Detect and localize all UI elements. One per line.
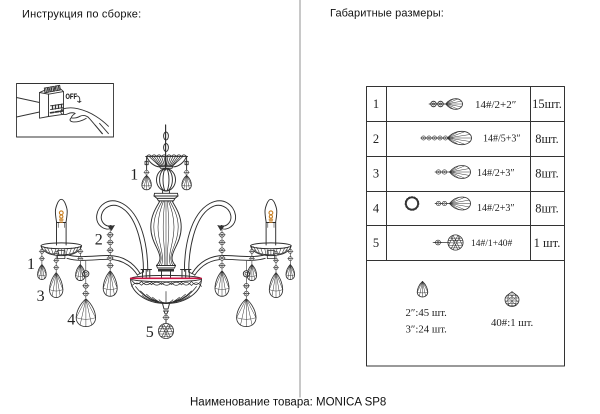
svg-text:Габаритные размеры:: Габаритные размеры: bbox=[330, 7, 444, 19]
svg-text:2″:45 шт.: 2″:45 шт. bbox=[406, 307, 447, 319]
svg-text:4: 4 bbox=[67, 312, 75, 329]
svg-text:8шт.: 8шт. bbox=[535, 132, 559, 146]
svg-text:8шт.: 8шт. bbox=[535, 202, 559, 216]
svg-text:3″:24 шт.: 3″:24 шт. bbox=[406, 324, 447, 336]
svg-text:14#/1+40#: 14#/1+40# bbox=[471, 239, 512, 249]
svg-text:14#/2+3″: 14#/2+3″ bbox=[477, 203, 515, 214]
svg-text:Наименование товара: MONICA SP: Наименование товара: MONICA SP8 bbox=[190, 396, 386, 408]
svg-text:8шт.: 8шт. bbox=[535, 167, 559, 181]
svg-text:40#:1 шт.: 40#:1 шт. bbox=[491, 317, 533, 329]
svg-text:1: 1 bbox=[130, 167, 138, 184]
svg-text:14#/2+3″: 14#/2+3″ bbox=[477, 168, 515, 179]
svg-text:5: 5 bbox=[373, 236, 379, 250]
svg-text:1 шт.: 1 шт. bbox=[534, 236, 561, 250]
svg-text:Инструкция по сборке:: Инструкция по сборке: bbox=[22, 9, 141, 21]
svg-text:5: 5 bbox=[146, 324, 154, 341]
svg-text:3: 3 bbox=[37, 288, 45, 305]
svg-text:2: 2 bbox=[95, 232, 103, 249]
svg-text:1: 1 bbox=[27, 256, 35, 273]
svg-text:3: 3 bbox=[373, 167, 379, 181]
svg-text:2: 2 bbox=[373, 132, 379, 146]
svg-text:4: 4 bbox=[373, 202, 380, 216]
svg-text:15шт.: 15шт. bbox=[532, 97, 562, 111]
svg-text:14#/5+3″: 14#/5+3″ bbox=[483, 134, 521, 145]
svg-text:1: 1 bbox=[373, 97, 379, 111]
svg-text:14#/2+2″: 14#/2+2″ bbox=[475, 99, 516, 111]
